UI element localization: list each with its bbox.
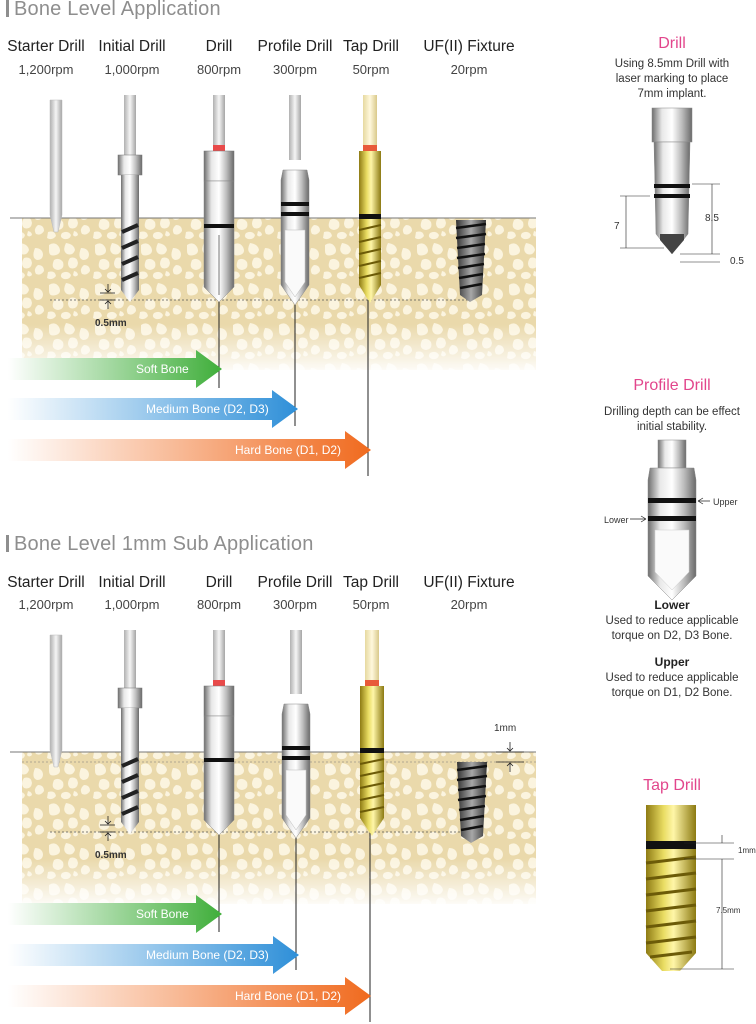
side-profile-upper-label: Upper <box>713 497 738 507</box>
s1-starter-drill-icon <box>49 99 63 233</box>
s1-depth-marker <box>100 284 115 309</box>
s1-bone-block <box>10 217 536 370</box>
s1-arrow-hard <box>8 431 371 469</box>
s2-rpm-profile: 300rpm <box>272 597 318 612</box>
side-profile-upper-text-1: Used to reduce applicable <box>605 672 739 684</box>
s1-fixture-icon <box>455 220 487 302</box>
s1-tap-drill-icon <box>358 95 382 303</box>
s2-rpm-drill: 800rpm <box>196 597 242 612</box>
s2-rpm-tap: 50rpm <box>352 597 390 612</box>
side-drill-dim-7: 7 <box>614 221 620 232</box>
s2-depth-label: 0.5mm <box>95 850 127 861</box>
section2-title: Bone Level 1mm Sub Application <box>6 533 314 556</box>
s2-col-profile-drill: Profile Drill <box>257 574 333 591</box>
side-profile-figure <box>630 439 710 601</box>
s1-profile-drill-icon <box>280 95 310 306</box>
s1-arrow-medium-label: Medium Bone (D2, D3) <box>146 402 269 416</box>
side-tap-dim-1mm: 1mm <box>738 846 756 855</box>
side-profile-upper-text-2: torque on D1, D2 Bone. <box>611 687 733 699</box>
s2-rpm-fixture: 20rpm <box>450 597 488 612</box>
s1-rpm-drill: 800rpm <box>196 62 242 77</box>
s1-rpm-fixture: 20rpm <box>450 62 488 77</box>
s1-rpm-profile: 300rpm <box>272 62 318 77</box>
s1-initial-drill-icon <box>117 95 143 302</box>
s2-arrow-hard <box>8 977 371 1015</box>
side-profile-text-2: initial stability. <box>636 421 708 433</box>
s1-col-drill: Drill <box>205 38 233 55</box>
s1-rpm-starter: 1,200rpm <box>18 62 74 77</box>
s2-arrow-medium <box>8 936 299 974</box>
side-profile-text-1: Drilling depth can be effect <box>604 406 740 418</box>
s1-arrow-soft <box>8 350 222 388</box>
s2-sub-label: 1mm <box>494 723 517 734</box>
side-profile-upper-title: Upper <box>654 655 690 669</box>
s2-arrow-soft-label: Soft Bone <box>136 907 189 921</box>
side-drill-text-2: laser marking to place <box>615 73 729 85</box>
s2-arrow-medium-label: Medium Bone (D2, D3) <box>146 948 269 962</box>
side-drill-dim-0-5: 0.5 <box>730 256 744 267</box>
side-tap-dim-7-5mm: 7.5mm <box>716 906 741 915</box>
s2-col-fixture: UF(II) Fixture <box>423 574 515 591</box>
s2-arrow-soft <box>8 895 222 933</box>
side-profile-title: Profile Drill <box>633 377 711 394</box>
side-drill-text-3: 7mm implant. <box>637 88 707 100</box>
side-profile-lower-label: Lower <box>604 515 629 525</box>
s1-col-tap-drill: Tap Drill <box>343 38 399 55</box>
s1-drill-icon <box>203 95 235 303</box>
side-drill-text-1: Using 8.5mm Drill with <box>614 58 730 70</box>
side-tap-figure <box>645 805 734 971</box>
s1-col-initial-drill: Initial Drill <box>98 38 166 55</box>
s1-arrow-medium <box>8 390 298 428</box>
section1-diagram <box>8 95 536 476</box>
s1-col-fixture: UF(II) Fixture <box>423 38 515 55</box>
s1-rpm-tap: 50rpm <box>352 62 390 77</box>
s2-initial-drill-icon <box>117 630 143 834</box>
s1-arrow-soft-label: Soft Bone <box>136 362 189 376</box>
s1-col-profile-drill: Profile Drill <box>257 38 333 55</box>
s2-arrow-hard-label: Hard Bone (D1, D2) <box>235 989 342 1003</box>
s2-depth-marker <box>100 816 115 841</box>
s1-depth-label: 0.5mm <box>95 318 127 329</box>
side-drill-figure <box>620 107 720 263</box>
side-drill-title: Drill <box>658 35 686 52</box>
s2-starter-drill-icon <box>49 634 63 768</box>
side-profile-lower-text-2: torque on D2, D3 Bone. <box>611 630 733 642</box>
section1-title: Bone Level Application <box>6 0 221 21</box>
s2-rpm-initial: 1,000rpm <box>104 597 160 612</box>
s2-drill-icon <box>203 630 235 836</box>
s2-fixture-icon <box>456 762 488 843</box>
side-tap-title: Tap Drill <box>643 777 701 794</box>
s1-col-starter-drill: Starter Drill <box>7 38 85 55</box>
s2-sub-marker <box>496 742 524 772</box>
s2-bone-block <box>10 751 536 904</box>
side-profile-lower-title: Lower <box>654 598 690 612</box>
s2-col-starter-drill: Starter Drill <box>7 574 85 591</box>
s2-col-drill: Drill <box>205 574 233 591</box>
s2-profile-drill-icon <box>281 630 311 839</box>
s1-arrow-hard-label: Hard Bone (D1, D2) <box>235 443 342 457</box>
s2-tap-drill-icon <box>359 630 385 836</box>
s1-rpm-initial: 1,000rpm <box>104 62 160 77</box>
s2-rpm-starter: 1,200rpm <box>18 597 74 612</box>
section2-diagram <box>8 630 536 1022</box>
side-drill-dim-8-5: 8.5 <box>705 213 719 224</box>
s2-col-initial-drill: Initial Drill <box>98 574 166 591</box>
s2-col-tap-drill: Tap Drill <box>343 574 399 591</box>
side-profile-lower-text-1: Used to reduce applicable <box>605 615 739 627</box>
